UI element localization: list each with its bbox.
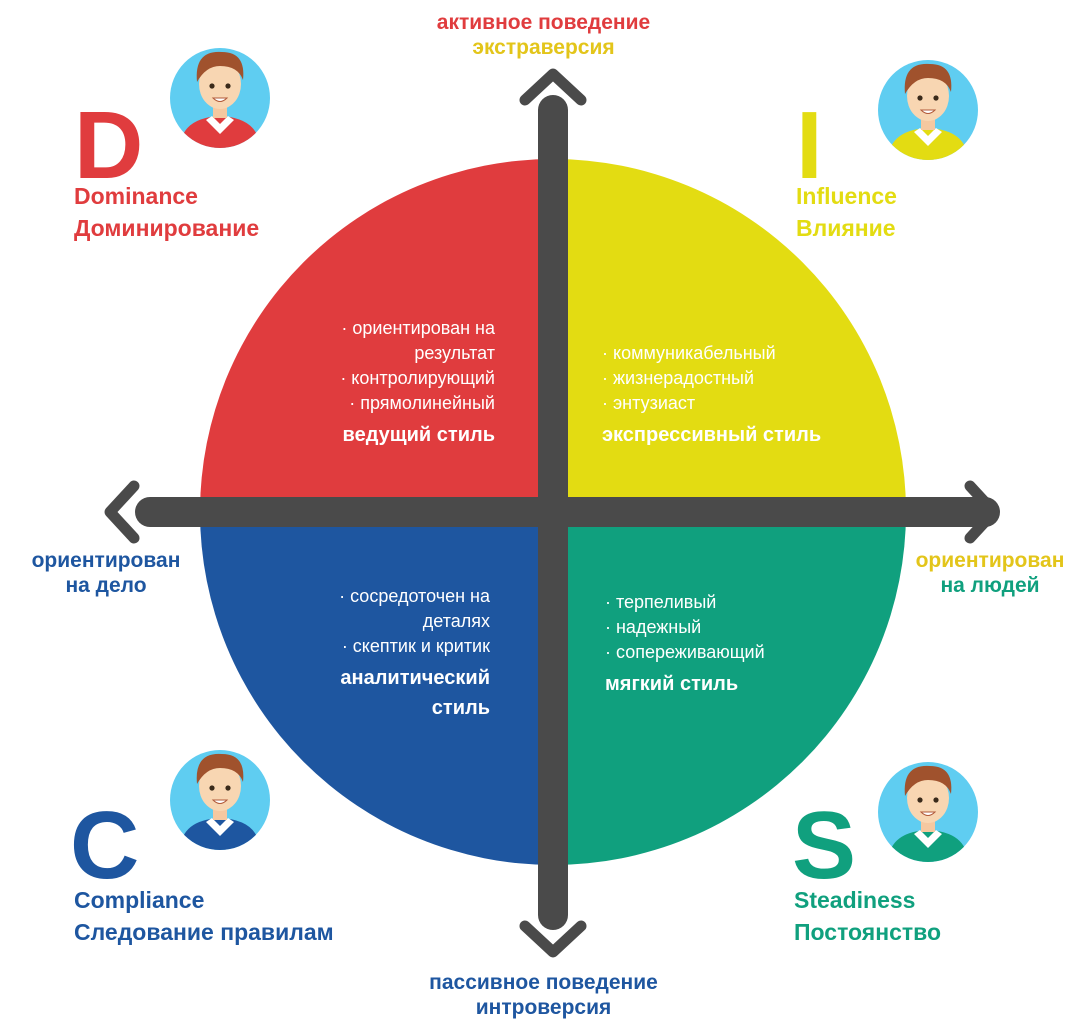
quadrant-s: [553, 512, 906, 865]
person-avatar-yellow-icon: [878, 60, 978, 160]
quadrant-d-style: ведущий стиль: [342, 424, 495, 446]
type-letter-s: S: [792, 792, 857, 899]
type-name-s-ru: Постоянство: [794, 919, 942, 945]
arrow-down-icon: [519, 920, 587, 958]
axis-label-left: ориентирован на дело: [8, 548, 204, 598]
type-letter-c: C: [70, 792, 140, 899]
person-avatar-green-icon: [878, 762, 978, 862]
type-letter-i: I: [796, 92, 823, 199]
type-name-c: Compliance Следование правилам: [74, 884, 334, 948]
axis-label-bottom-line2: интроверсия: [475, 996, 612, 1019]
arrow-up-icon: [519, 68, 587, 106]
type-name-i-ru: Влияние: [796, 215, 896, 241]
quadrant-d-bullet: результат: [414, 343, 495, 363]
type-name-d: Dominance Доминирование: [74, 180, 259, 244]
quadrant-d-bullet: · прямолинейный: [349, 393, 495, 413]
quadrant-c-style-line2: стиль: [431, 697, 490, 719]
type-name-d-en: Dominance: [74, 183, 198, 209]
quadrant-c-bullet: деталях: [422, 611, 490, 631]
axis-label-top: активное поведение экстраверсия: [0, 10, 1087, 60]
quadrant-s-bullet: · сопереживающий: [605, 642, 765, 662]
arrow-left-icon: [104, 480, 140, 544]
quadrant-c-bullet: · сосредоточен на: [339, 586, 490, 606]
axis-label-bottom-line1: пассивное поведение: [429, 971, 658, 994]
quadrant-i-text: · коммуникабельный · жизнерадостный · эн…: [602, 341, 892, 450]
quadrant-i-bullet: · коммуникабельный: [602, 343, 776, 363]
axis-label-right-line1: ориентирован: [915, 549, 1065, 572]
axis-label-left-line2: на дело: [65, 574, 147, 597]
type-name-i: Influence Влияние: [796, 180, 897, 244]
quadrant-c-bullet: · скептик и критик: [341, 636, 490, 656]
quadrant-d-bullet: · ориентирован на: [341, 318, 495, 338]
type-name-c-ru: Следование правилам: [74, 919, 334, 945]
axis-label-right: ориентирован на людей: [893, 548, 1087, 598]
axes: [104, 68, 1000, 958]
axis-label-top-line1: активное поведение: [436, 11, 651, 34]
axis-label-bottom: пассивное поведение интроверсия: [0, 970, 1087, 1020]
quadrant-i-bullet: · жизнерадостный: [602, 368, 755, 388]
axis-label-top-line2: экстраверсия: [472, 36, 615, 59]
quadrant-s-text: · терпеливый · надежный · сопереживающий…: [605, 590, 885, 699]
disc-circle: [200, 159, 906, 865]
quadrant-s-bullet: · надежный: [605, 617, 702, 637]
person-avatar-blue-icon: [170, 750, 270, 850]
quadrant-c-text: · сосредоточен на деталях · скептик и кр…: [250, 584, 490, 723]
type-name-i-en: Influence: [796, 183, 897, 209]
axis-label-left-line1: ориентирован: [31, 549, 181, 572]
axis-label-right-line2: на людей: [940, 574, 1040, 597]
quadrant-d-text: · ориентирован на результат · контролиру…: [250, 316, 495, 450]
quadrant-i-bullet: · энтузиаст: [602, 393, 696, 413]
quadrant-d: [200, 159, 553, 512]
quadrant-s-bullet: · терпеливый: [605, 592, 717, 612]
type-name-d-ru: Доминирование: [74, 215, 260, 241]
arrow-right-icon: [964, 480, 1000, 544]
person-avatar-red-icon: [170, 48, 270, 148]
type-letter-d: D: [74, 92, 144, 199]
quadrant-i-style: экспрессивный стиль: [602, 424, 822, 446]
quadrant-s-style: мягкий стиль: [605, 673, 739, 695]
type-name-s: Steadiness Постоянство: [794, 884, 941, 948]
quadrant-i: [553, 159, 906, 512]
type-name-c-en: Compliance: [74, 887, 205, 913]
quadrant-c: [200, 512, 553, 865]
type-name-s-en: Steadiness: [794, 887, 916, 913]
quadrant-d-bullet: · контролирующий: [340, 368, 495, 388]
quadrant-c-style-line1: аналитический: [340, 667, 490, 689]
